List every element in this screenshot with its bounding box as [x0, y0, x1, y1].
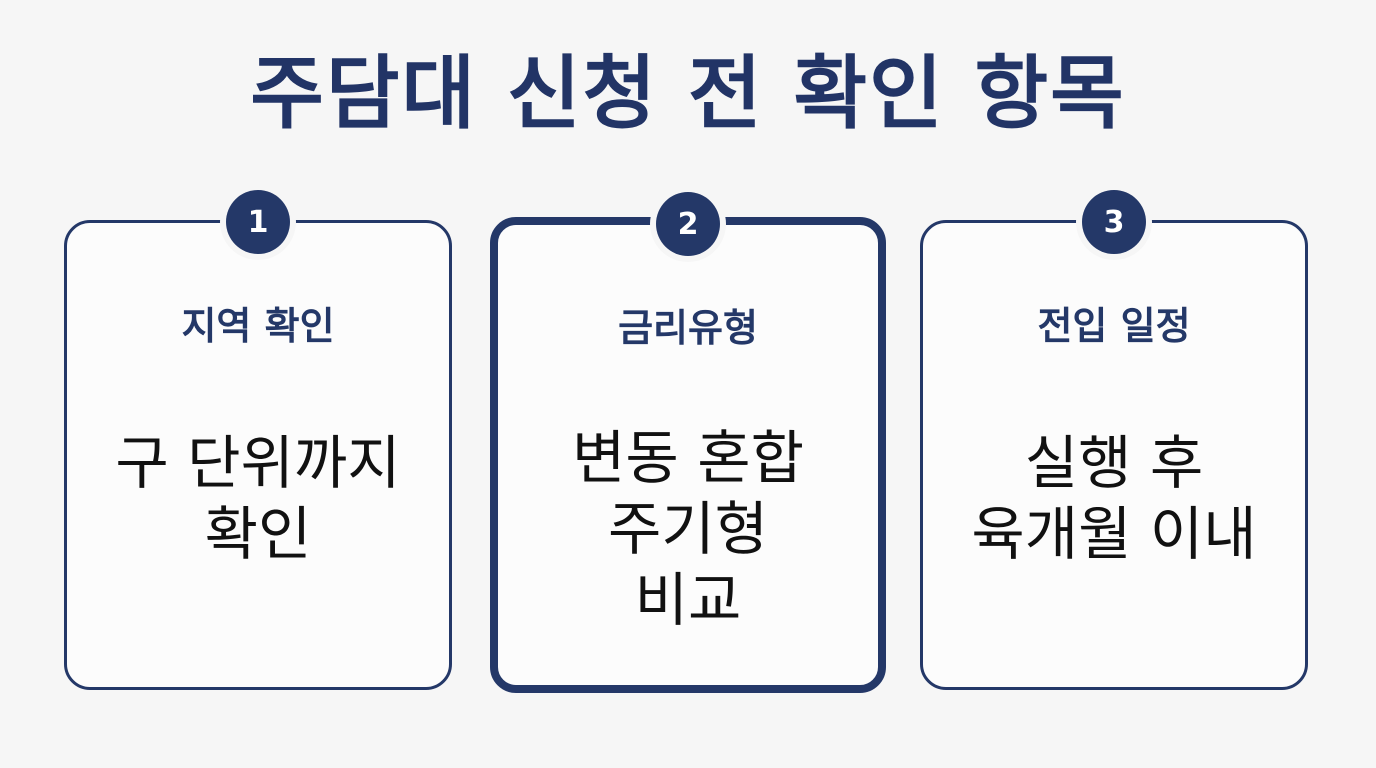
- card-body: 변동 혼합 주기형 비교: [508, 423, 868, 635]
- card-body-line: 육개월 이내: [971, 499, 1257, 568]
- step-number-badge: 3: [1082, 190, 1146, 254]
- card-heading: 금리유형: [618, 306, 758, 350]
- card-body-line: 변동 혼합: [572, 424, 804, 492]
- checklist-card-move-in: 3 전입 일정 실행 후 육개월 이내: [920, 190, 1308, 690]
- page-title: 주담대 신청 전 확인 항목: [250, 47, 1126, 140]
- step-number-badge: 2: [656, 192, 720, 256]
- card-body-line: 주기형: [607, 494, 769, 563]
- card-body: 구 단위까지 확인: [77, 428, 439, 570]
- card-heading: 지역 확인: [181, 304, 335, 348]
- step-number-badge: 1: [226, 190, 290, 254]
- checklist-card-region: 1 지역 확인 구 단위까지 확인: [64, 190, 452, 690]
- card-body-line: 실행 후: [1024, 429, 1204, 497]
- card-heading: 전입 일정: [1037, 304, 1191, 348]
- checklist-card-rate-type: 2 금리유형 변동 혼합 주기형 비교: [490, 192, 886, 693]
- card-body: 실행 후 육개월 이내: [933, 428, 1295, 570]
- card-body-line: 비교: [634, 565, 742, 634]
- card-body-line: 구 단위까지: [115, 429, 401, 497]
- card-body-line: 확인: [204, 499, 312, 568]
